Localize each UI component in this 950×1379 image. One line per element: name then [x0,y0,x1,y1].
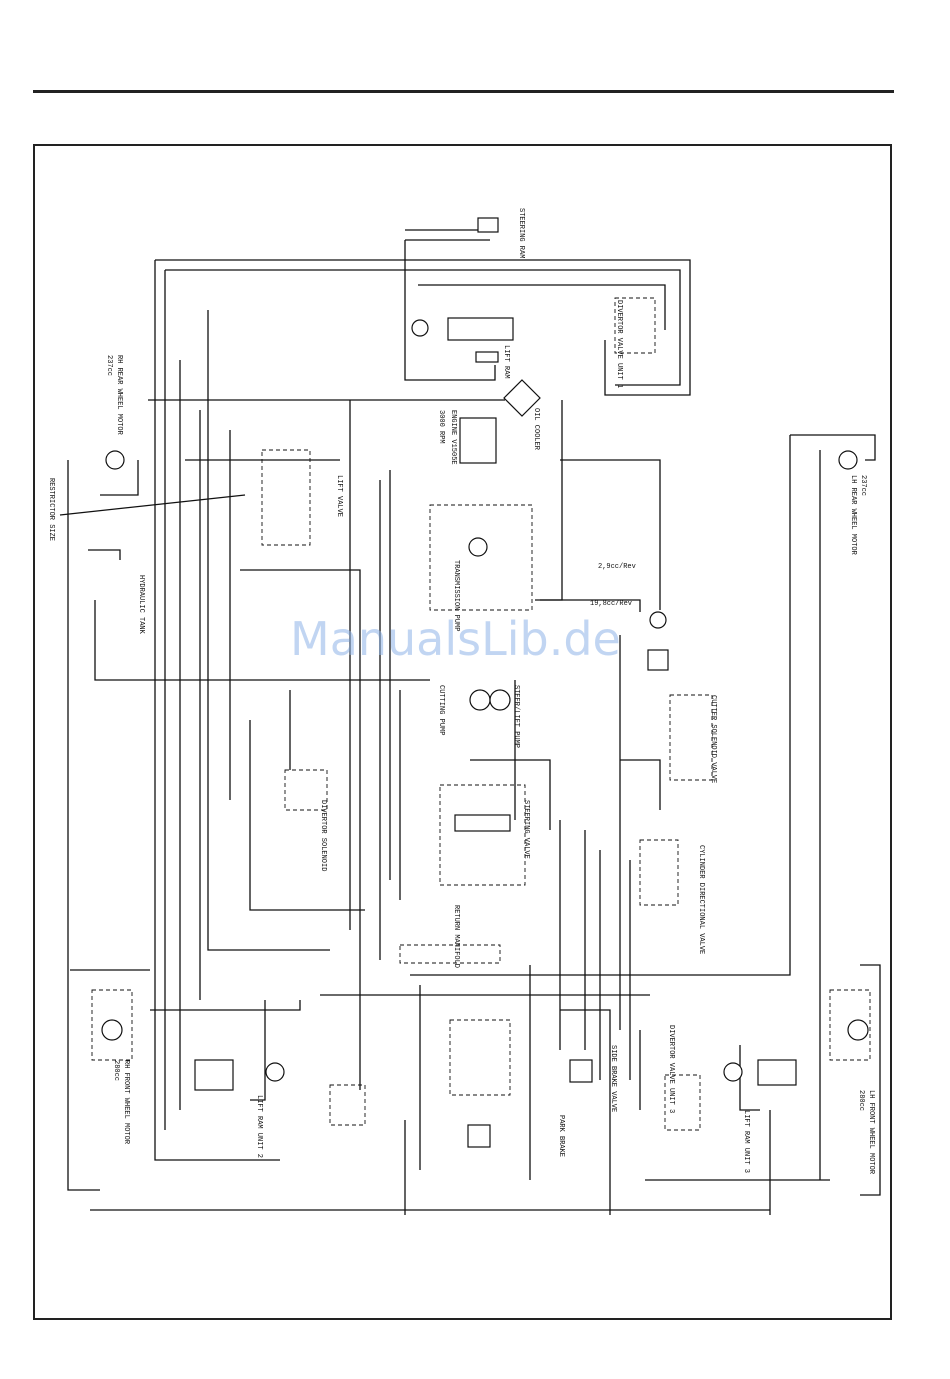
label-rh-rear-cc: 237cc [105,355,113,376]
label-divertor-unit-3: DIVERTOR VALVE UNIT 3 [667,1025,675,1113]
label-lift-ram-unit-2: LIFT RAM UNIT 2 [255,1095,263,1158]
cutting-motor-unit-3-icon [723,1062,743,1082]
label-steering-valve: STEERING VALVE [522,800,530,859]
steering-ram-icon [477,217,499,233]
cutting-pump-icon [489,689,511,711]
label-engine: ENGINE V1505E [449,410,457,465]
cutting-motor-unit-2-icon [265,1062,285,1082]
label-transmission-pump: TRANSMISSION PUMP [452,560,460,631]
label-lh-front-motor: LH FRONT WHEEL MOTOR [867,1090,875,1175]
label-cutter-solenoid: CUTTER SOLENOID VALVE [709,695,717,783]
filter-icon [647,649,669,671]
label-tank: HYDRAULIC TANK [137,575,145,635]
label-lh-rear-cc: 237cc [859,475,867,496]
transmission-pump-icon [468,537,488,557]
label-return-manifold: RETURN MANIFOLD [452,905,460,968]
lh-front-motor-icon [847,1019,869,1041]
components [101,217,869,1148]
label-lh-front-cc: 280cc [857,1090,865,1111]
rh-rear-motor-icon [105,450,125,470]
label-lh-rear-motor: LH REAR WHEEL MOTOR [849,475,857,556]
steer-lift-pump-icon [469,689,491,711]
hydraulic-lines [59,229,881,1215]
cutting-deck-unit-1-icon [447,317,514,341]
header-rule [33,90,894,93]
steering-valve-spool-icon [454,814,511,832]
label-lift-ram-unit-3: LIFT RAM UNIT 3 [742,1110,750,1173]
label-divertor-unit-1: DIVERTOR VALVE UNIT 1 [615,300,623,388]
diagram-frame [33,144,892,1320]
lh-rear-motor-icon [838,450,858,470]
cutting-deck-unit-3-icon [757,1059,797,1086]
label-lift-valve: LIFT VALVE [335,475,343,517]
label-flow-1: 19,8cc/Rev [590,600,632,608]
label-restrictor: RESTRICTOR SIZE [47,478,55,541]
rh-front-motor-icon [101,1019,123,1041]
diagram-labels: STEERING RAM LIFT RAM DIVERTOR VALVE UNI… [47,208,875,1175]
label-side-brake: SIDE BRAKE VALVE [609,1045,617,1112]
engine-icon [459,417,497,464]
cutting-motor-unit-1-icon [411,319,429,337]
check-valve-icon [649,611,667,629]
oil-cooler-icon [503,379,541,417]
label-engine-rpm: 3000 RPM [437,410,445,444]
park-brake-icon [467,1124,491,1148]
label-steering-ram: STEERING RAM [517,208,525,258]
label-lift-ram: LIFT RAM [502,345,510,379]
cutting-deck-unit-2-icon [194,1059,234,1091]
label-rh-front-cc: 280cc [112,1060,120,1081]
side-brake-valve-icon [569,1059,593,1083]
label-park-brake: PARK BRAKE [557,1115,565,1157]
label-divertor-solenoid: DIVERTOR SOLENOID [319,800,327,871]
label-cylinder-valve: CYLINDER DIRECTIONAL VALVE [697,845,705,954]
label-rh-front-motor: RH FRONT WHEEL MOTOR [122,1060,130,1145]
label-rh-rear-motor: RH REAR WHEEL MOTOR [115,355,123,436]
label-oil-cooler: OIL COOLER [532,408,540,451]
lift-ram-icon [475,351,499,363]
label-flow-2: 2,9cc/Rev [598,563,636,571]
valve-housings [91,297,871,1131]
label-steer-lift-pump: STEER/LIFT PUMP [512,685,520,748]
label-cutting-pump: CUTTING PUMP [437,685,445,735]
watermark: ManualsLib.de [290,612,621,666]
